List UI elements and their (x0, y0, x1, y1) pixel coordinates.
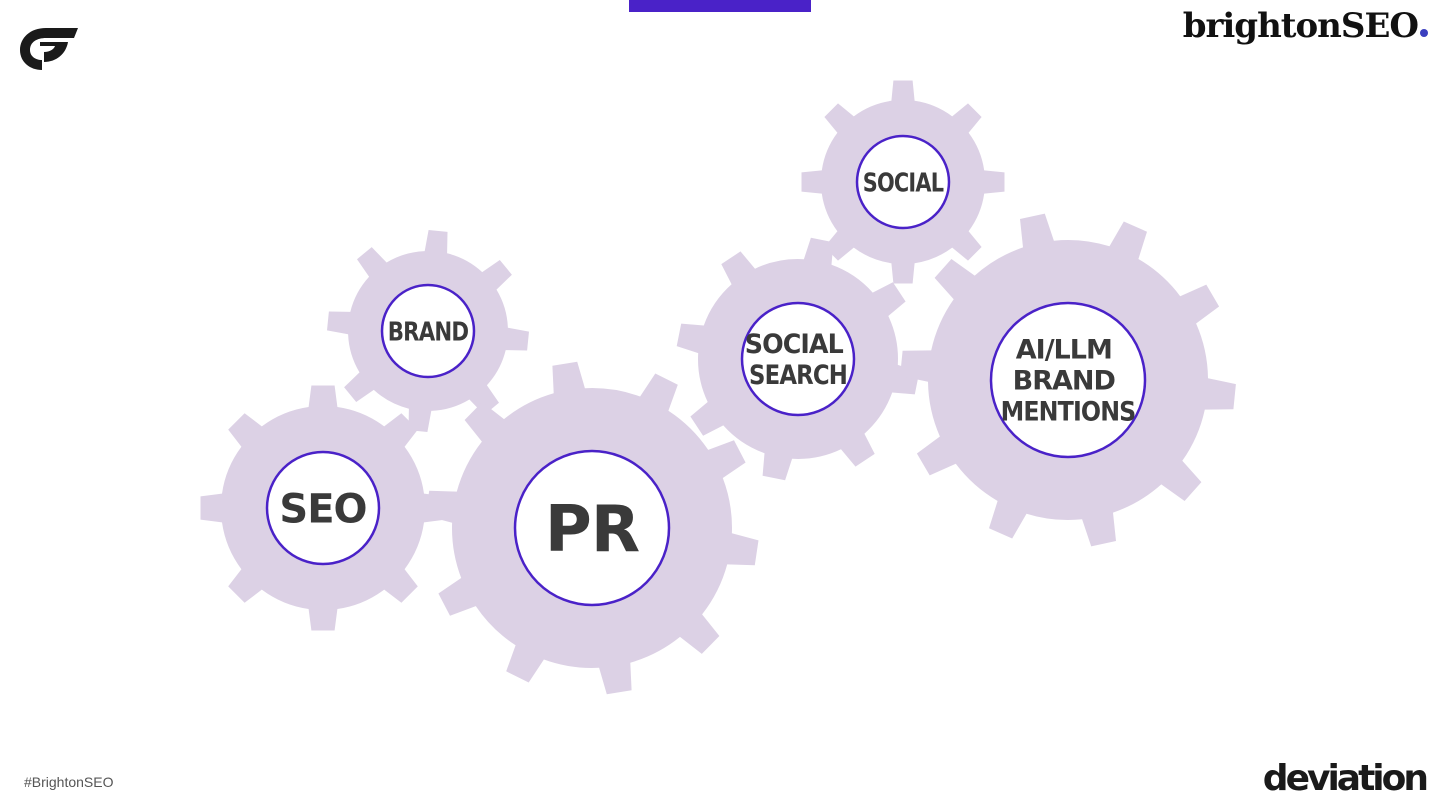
gear-social-search-label: SOCIAL SEARCH (745, 329, 851, 391)
gear-seo: SEO (200, 385, 446, 631)
gear-seo-hub (265, 450, 381, 566)
deviation-logo: deviation (1262, 758, 1429, 799)
gear-brand-hub (380, 283, 476, 379)
gear-social-search-label-line: SOCIAL (745, 329, 844, 360)
gear-social-label-line: SOCIAL (863, 168, 944, 198)
gear-ai-llm-brand-mentions-label: AI/LLM BRAND MENTIONS (1001, 335, 1136, 428)
top-accent-bar (629, 0, 811, 12)
gear-seo-label: SEO (279, 486, 366, 532)
hashtag-text: #BrightonSEO (24, 774, 114, 790)
gear-seo-label-line: SEO (279, 486, 366, 532)
gear-brand: BRAND (327, 230, 529, 432)
brightonseo-logo-dot (1420, 29, 1428, 37)
gear-pr-hub (513, 449, 671, 607)
gear-social-label: SOCIAL (863, 168, 944, 198)
gear-ai-llm-brand-mentions-label-line: AI/LLM (1016, 335, 1112, 366)
gear-ai-llm-brand-mentions: AI/LLM BRAND MENTIONS (900, 213, 1236, 547)
gear-social-hub (855, 134, 951, 230)
gear-pr: PR (425, 361, 759, 695)
gear-social-search: SOCIAL SEARCH (676, 237, 920, 481)
gear-pr-label-line: PR (545, 493, 639, 567)
gear-brand-label-line: BRAND (388, 317, 469, 347)
gear-ai-llm-brand-mentions-label-line: BRAND (1013, 366, 1115, 397)
gear-social-search-hub (740, 301, 856, 417)
brightonseo-logo: brightonSEO (1183, 6, 1428, 46)
gear-brand-label: BRAND (388, 317, 469, 347)
gear-social-search-label-line: SEARCH (749, 360, 847, 391)
gear-social: SOCIAL (801, 80, 1005, 284)
corner-logo-icon (20, 28, 78, 70)
gear-pr-label: PR (545, 493, 639, 567)
gear-ai-llm-brand-mentions-hub (989, 301, 1147, 459)
gear-ai-llm-brand-mentions-label-line: MENTIONS (1001, 397, 1136, 428)
brightonseo-logo-text: brightonSEO (1182, 6, 1419, 46)
